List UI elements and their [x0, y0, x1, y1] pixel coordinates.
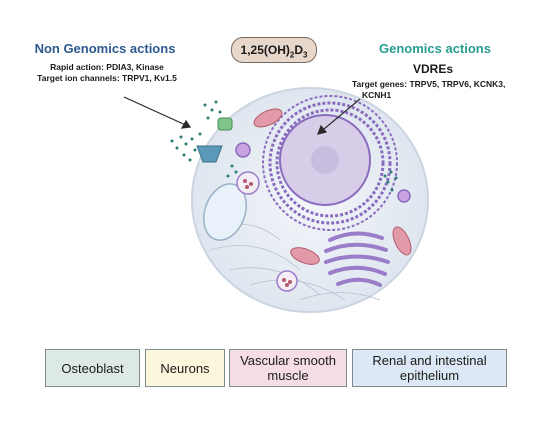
vesicles: [235, 142, 411, 292]
neurons-label: Neurons: [160, 360, 210, 376]
target-genes-text: Target genes: TRPV5, TRPV6, KCNK3,: [352, 79, 506, 89]
mitochondria: [253, 108, 412, 265]
vacuole: [202, 183, 248, 241]
compound-sub-2: 3: [303, 50, 308, 60]
cell-type-osteoblast: Osteoblast: [45, 349, 140, 387]
cell-type-neurons: Neurons: [145, 349, 225, 387]
non-genomic-title: Non Genomics actions: [34, 41, 176, 56]
genomic-details: Target genes: TRPV5, TRPV6, KCNK3, KCNH1: [352, 79, 532, 101]
ion-channel-icon: [217, 117, 233, 131]
vesicle-granules: [243, 179, 292, 287]
compound-mid: D: [294, 43, 304, 57]
compound-main: 1,25(OH): [240, 43, 290, 57]
renal-intestinal-epithelium-label: Renal and intestinal epithelium: [372, 353, 487, 383]
genomic-title: Genomics actions: [379, 41, 491, 56]
ligand-dots: [170, 100, 398, 192]
vascular-smooth-muscle-label: Vascular smooth muscle: [240, 353, 336, 383]
cytoskeleton-fibers: [209, 224, 381, 301]
rapid-action-text: Rapid action: PDIA3, Kinase: [50, 62, 164, 72]
osteoblast-label: Osteoblast: [61, 360, 124, 376]
arrows: [123, 96, 361, 135]
vdre-label: VDREs: [412, 62, 453, 76]
receptor-icon: [196, 145, 223, 163]
cell-type-vascular-smooth-muscle: Vascular smooth muscle: [229, 349, 347, 387]
non-genomic-details: Rapid action: PDIA3, Kinase Target ion c…: [12, 62, 202, 84]
nucleolus: [311, 146, 339, 174]
golgi-apparatus: [324, 231, 390, 287]
ion-channels-text: Target ion channels: TRPV1, Kv1.5: [37, 73, 177, 83]
vitamin-d-badge: 1,25(OH)2D3: [231, 37, 317, 63]
endoplasmic-reticulum: [262, 95, 398, 231]
target-genes-cont: KCNH1: [362, 90, 392, 100]
compound-sub-1: 2: [289, 50, 295, 60]
cell-type-renal-intestinal-epithelium: Renal and intestinal epithelium: [352, 349, 507, 387]
